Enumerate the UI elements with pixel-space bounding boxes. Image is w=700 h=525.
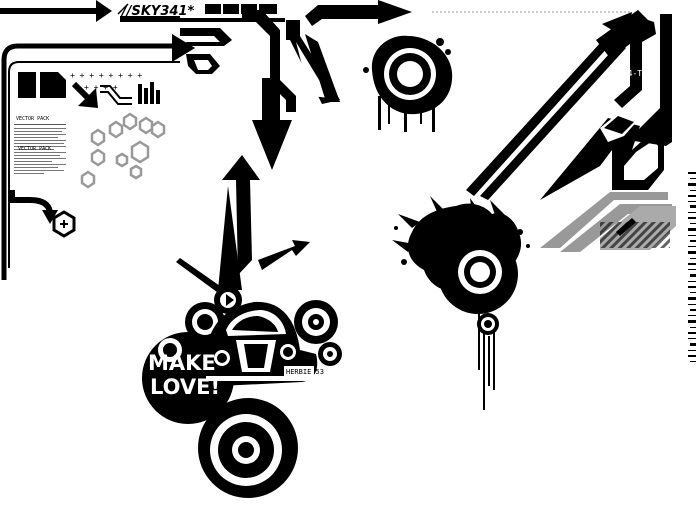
plus-signs: + + + + + + + + + + + + (70, 71, 142, 92)
svg-text:+ + + +: + + + + (84, 83, 118, 92)
zigzag-icon (100, 85, 132, 105)
left-frame (1, 34, 195, 280)
zigzag-arrow-system (180, 10, 340, 170)
mini-bars (138, 82, 160, 104)
svg-text:+ + + + + + + +: + + + + + + + + (70, 71, 142, 80)
slogan-love: LOVE! (150, 375, 220, 399)
license-plate: HERBIE 53 (286, 368, 324, 376)
text-block: VECTOR PACK VECTOR PACK (14, 116, 66, 174)
striped-band (540, 192, 676, 252)
block-shapes (18, 72, 66, 98)
make-love-cluster: HERBIE 53 MAKE LOVE! (142, 286, 342, 498)
sky341-title: //SKY341* (120, 4, 194, 19)
up-arrow-spike (176, 155, 310, 306)
top-arrow-icon (305, 0, 412, 26)
ink-splash-circle (392, 196, 530, 410)
diagonal-arrow-icon (71, 81, 98, 108)
right-arrow-system: 004-T (466, 10, 672, 200)
header-bar (0, 8, 98, 14)
hexagon-cluster (80, 112, 166, 189)
header-arrow-icon (96, 0, 112, 22)
side-tag: 004-T (618, 69, 642, 78)
slogan-make: MAKE (148, 351, 216, 375)
barcode (688, 172, 696, 362)
hex-plus-icon (52, 210, 76, 238)
top-left-header: //SKY341* (0, 0, 285, 22)
text-block-subheading: VECTOR PACK (18, 146, 51, 152)
text-block-heading: VECTOR PACK (16, 116, 49, 122)
ink-circle-top (363, 35, 453, 132)
